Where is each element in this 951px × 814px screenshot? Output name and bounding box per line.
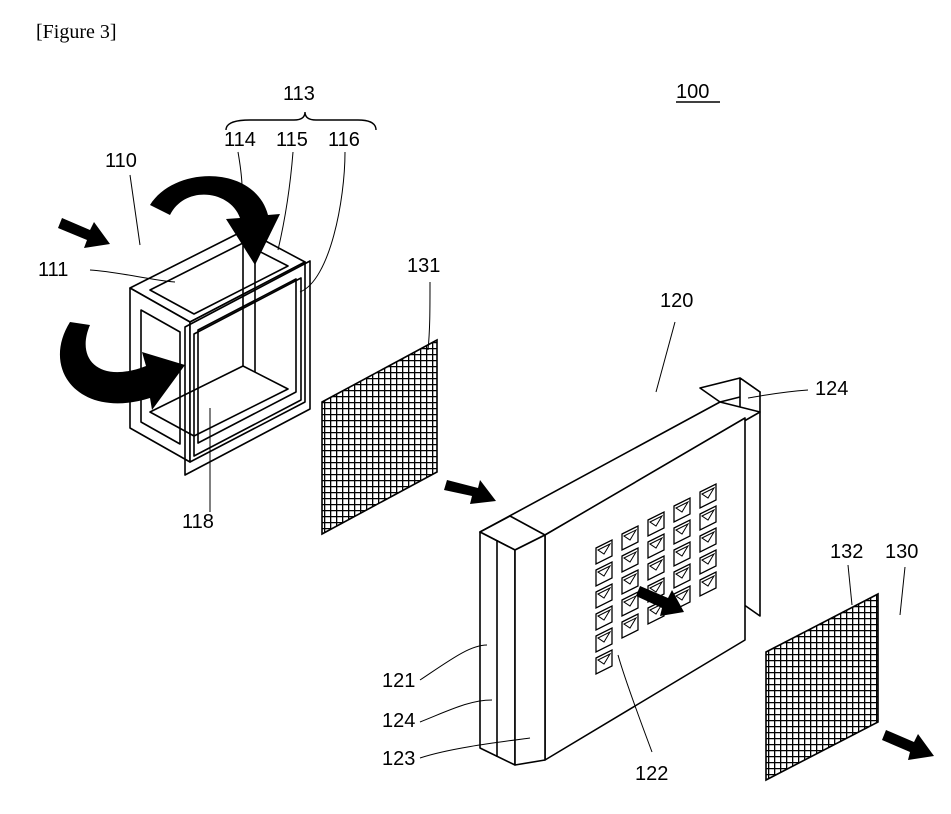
- leader-120: [656, 322, 675, 392]
- figure-caption: [Figure 3]: [36, 21, 117, 43]
- ref-120: 120: [660, 290, 693, 312]
- brace-113: [226, 112, 376, 130]
- ref-130: 130: [885, 541, 918, 563]
- flow-arrow-middle: [444, 480, 496, 504]
- leader-110: [130, 175, 140, 245]
- mesh-filter-132: [766, 594, 878, 780]
- plate-120: [480, 378, 760, 765]
- leader-115: [278, 152, 293, 250]
- leader-130: [900, 567, 905, 615]
- ref-118: 118: [182, 511, 214, 533]
- ref-122: 122: [635, 763, 668, 785]
- ref-114: 114: [224, 129, 256, 151]
- ref-131: 131: [407, 255, 440, 277]
- ref-113: 113: [283, 83, 315, 105]
- leader-131: [428, 282, 430, 350]
- housing-110: [130, 230, 310, 475]
- mesh-filter-131: [322, 340, 437, 534]
- ref-121: 121: [382, 670, 415, 692]
- ref-132: 132: [830, 541, 863, 563]
- leader-132: [848, 565, 852, 605]
- inlet-arrow: [58, 218, 110, 248]
- outlet-arrow: [882, 730, 934, 760]
- ref-123: 123: [382, 748, 415, 770]
- ref-124-top: 124: [815, 378, 848, 400]
- ref-116: 116: [328, 129, 360, 151]
- ref-110: 110: [105, 150, 137, 172]
- plate-left-rail-step: [515, 535, 545, 765]
- leader-121: [420, 645, 487, 680]
- leader-116: [300, 152, 345, 292]
- ref-115: 115: [276, 129, 308, 151]
- ref-111: 111: [38, 259, 68, 281]
- assembly-ref-label: 100: [676, 81, 709, 103]
- ref-124-bottom: 124: [382, 710, 415, 732]
